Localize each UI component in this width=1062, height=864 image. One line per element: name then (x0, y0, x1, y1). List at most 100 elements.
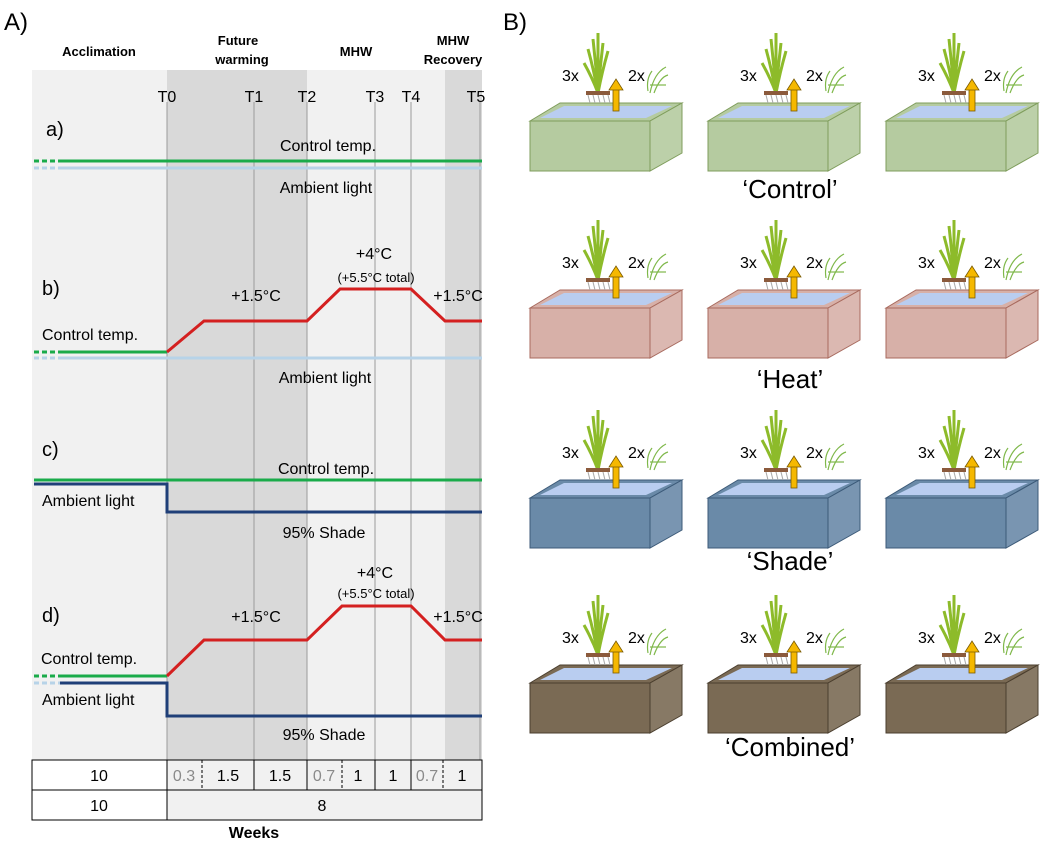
count-2x: 2x (806, 445, 823, 462)
panel-b-label: B) (503, 9, 527, 36)
row-c-temp-label: Control temp. (278, 461, 374, 478)
count-3x: 3x (918, 445, 935, 462)
tank-heat-3: 3x 2x (884, 219, 1040, 359)
count-2x: 2x (628, 68, 645, 85)
panel-a-label: A) (4, 9, 28, 36)
count-3x: 3x (562, 68, 579, 85)
up-arrow-icon (968, 275, 976, 299)
phase-recovery-l1: MHW (437, 33, 470, 48)
count-2x: 2x (628, 255, 645, 272)
up-arrow-icon (612, 650, 620, 674)
row-b: b) +4°C (+5.5°C total) +1.5°C +1.5°C Con… (34, 246, 483, 387)
duration-mhw-1: 1 (354, 768, 363, 785)
count-2x: 2x (984, 630, 1001, 647)
treatment-label-heat: ‘Heat’ (757, 364, 823, 394)
duration-warming-2: 1.5 (269, 768, 291, 785)
timepoint-t5: T5 (467, 89, 486, 106)
up-arrow-icon (790, 650, 798, 674)
count-2x: 2x (984, 255, 1001, 272)
row-a-temp-label: Control temp. (280, 138, 376, 155)
timepoint-t4: T4 (402, 89, 421, 106)
row-d-mhw-total-label: (+5.5°C total) (337, 586, 414, 601)
duration-recovery: 1 (458, 768, 467, 785)
bg-recovery (445, 70, 482, 760)
timepoint-gridlines (166, 102, 481, 760)
row-c-shade-label: 95% Shade (283, 525, 366, 542)
count-3x: 3x (740, 630, 757, 647)
count-3x: 3x (562, 630, 579, 647)
up-arrow-icon (968, 465, 976, 489)
up-arrow-icon (968, 650, 976, 674)
tank-combined-3: 3x 2x (884, 594, 1040, 734)
count-2x: 2x (806, 630, 823, 647)
duration-ramp-3: 0.7 (416, 768, 438, 785)
tank-heat-1: 3x 2x (528, 220, 684, 359)
count-3x: 3x (562, 445, 579, 462)
row-c: c) Control temp. Ambient light 95% Shade (34, 439, 482, 542)
count-3x: 3x (918, 255, 935, 272)
seagrass-seedling-icon (646, 253, 669, 281)
row-d: d) +4°C (+5.5°C total) +1.5°C +1.5°C Con… (34, 565, 483, 744)
row-c-label: c) (42, 439, 59, 461)
timepoint-t2: T2 (298, 89, 317, 106)
row-b-warming-label: +1.5°C (231, 288, 281, 305)
duration-mhw-2: 1 (389, 768, 398, 785)
row-b-temp-label: Control temp. (42, 327, 138, 344)
up-arrow-icon (968, 88, 976, 112)
count-2x: 2x (984, 445, 1001, 462)
seagrass-seedling-icon (1002, 66, 1025, 94)
row-b-mhw-label: +4°C (356, 246, 392, 263)
panel-a: A) Acclimation Future warming MHW MHW Re… (4, 9, 485, 842)
count-3x: 3x (562, 255, 579, 272)
count-3x: 3x (740, 445, 757, 462)
bg-acclimation (32, 70, 167, 760)
row-d-temp-label: Control temp. (41, 651, 137, 668)
x-axis-label: Weeks (229, 825, 280, 842)
bg-future-warming (167, 70, 307, 760)
seagrass-seedling-icon (1002, 628, 1025, 656)
tank-shade-2: 3x 2x (706, 410, 862, 549)
duration-ramp-1: 0.3 (173, 768, 195, 785)
tank-control-1: 3x 2x (528, 33, 684, 172)
count-2x: 2x (806, 255, 823, 272)
up-arrow-icon (790, 88, 798, 112)
row-a: a) Control temp. Ambient light (34, 119, 482, 197)
seagrass-shoot-icon (760, 410, 789, 481)
phase-recovery-l2: Recovery (424, 52, 483, 67)
row-d-mhw-label: +4°C (357, 565, 393, 582)
bg-mhw (307, 70, 445, 760)
seagrass-seedling-icon (824, 443, 847, 471)
up-arrow-icon (790, 465, 798, 489)
total-acclimation: 10 (90, 798, 108, 815)
treatment-label-combined: ‘Combined’ (725, 732, 855, 762)
tank-heat-2: 3x 2x (706, 220, 862, 359)
count-3x: 3x (740, 255, 757, 272)
count-3x: 3x (740, 68, 757, 85)
seagrass-shoot-icon (938, 219, 967, 291)
duration-table: 10 0.3 1.5 1.5 0.7 1 1 0.7 1 10 8 (31, 759, 483, 821)
phase-acclimation: Acclimation (62, 44, 136, 59)
seagrass-seedling-icon (1002, 253, 1025, 281)
row-d-warming-label: +1.5°C (231, 609, 281, 626)
up-arrow-icon (612, 275, 620, 299)
phase-mhw: MHW (340, 44, 373, 59)
row-a-label: a) (46, 119, 64, 141)
row-d-recovery-label: +1.5°C (433, 609, 483, 626)
row-d-light-label: Ambient light (42, 692, 135, 709)
count-3x: 3x (918, 630, 935, 647)
row-b-light-label: Ambient light (279, 370, 372, 387)
total-treatment: 8 (318, 798, 327, 815)
tank-combined-2: 3x 2x (706, 595, 862, 734)
count-3x: 3x (918, 68, 935, 85)
treatment-label-shade: ‘Shade’ (747, 546, 834, 576)
up-arrow-icon (612, 88, 620, 112)
seagrass-shoot-icon (938, 32, 967, 104)
treatment-label-control: ‘Control’ (742, 174, 837, 204)
seagrass-shoot-icon (760, 33, 789, 104)
row-c-light-label: Ambient light (42, 493, 135, 510)
seagrass-seedling-icon (646, 66, 669, 94)
